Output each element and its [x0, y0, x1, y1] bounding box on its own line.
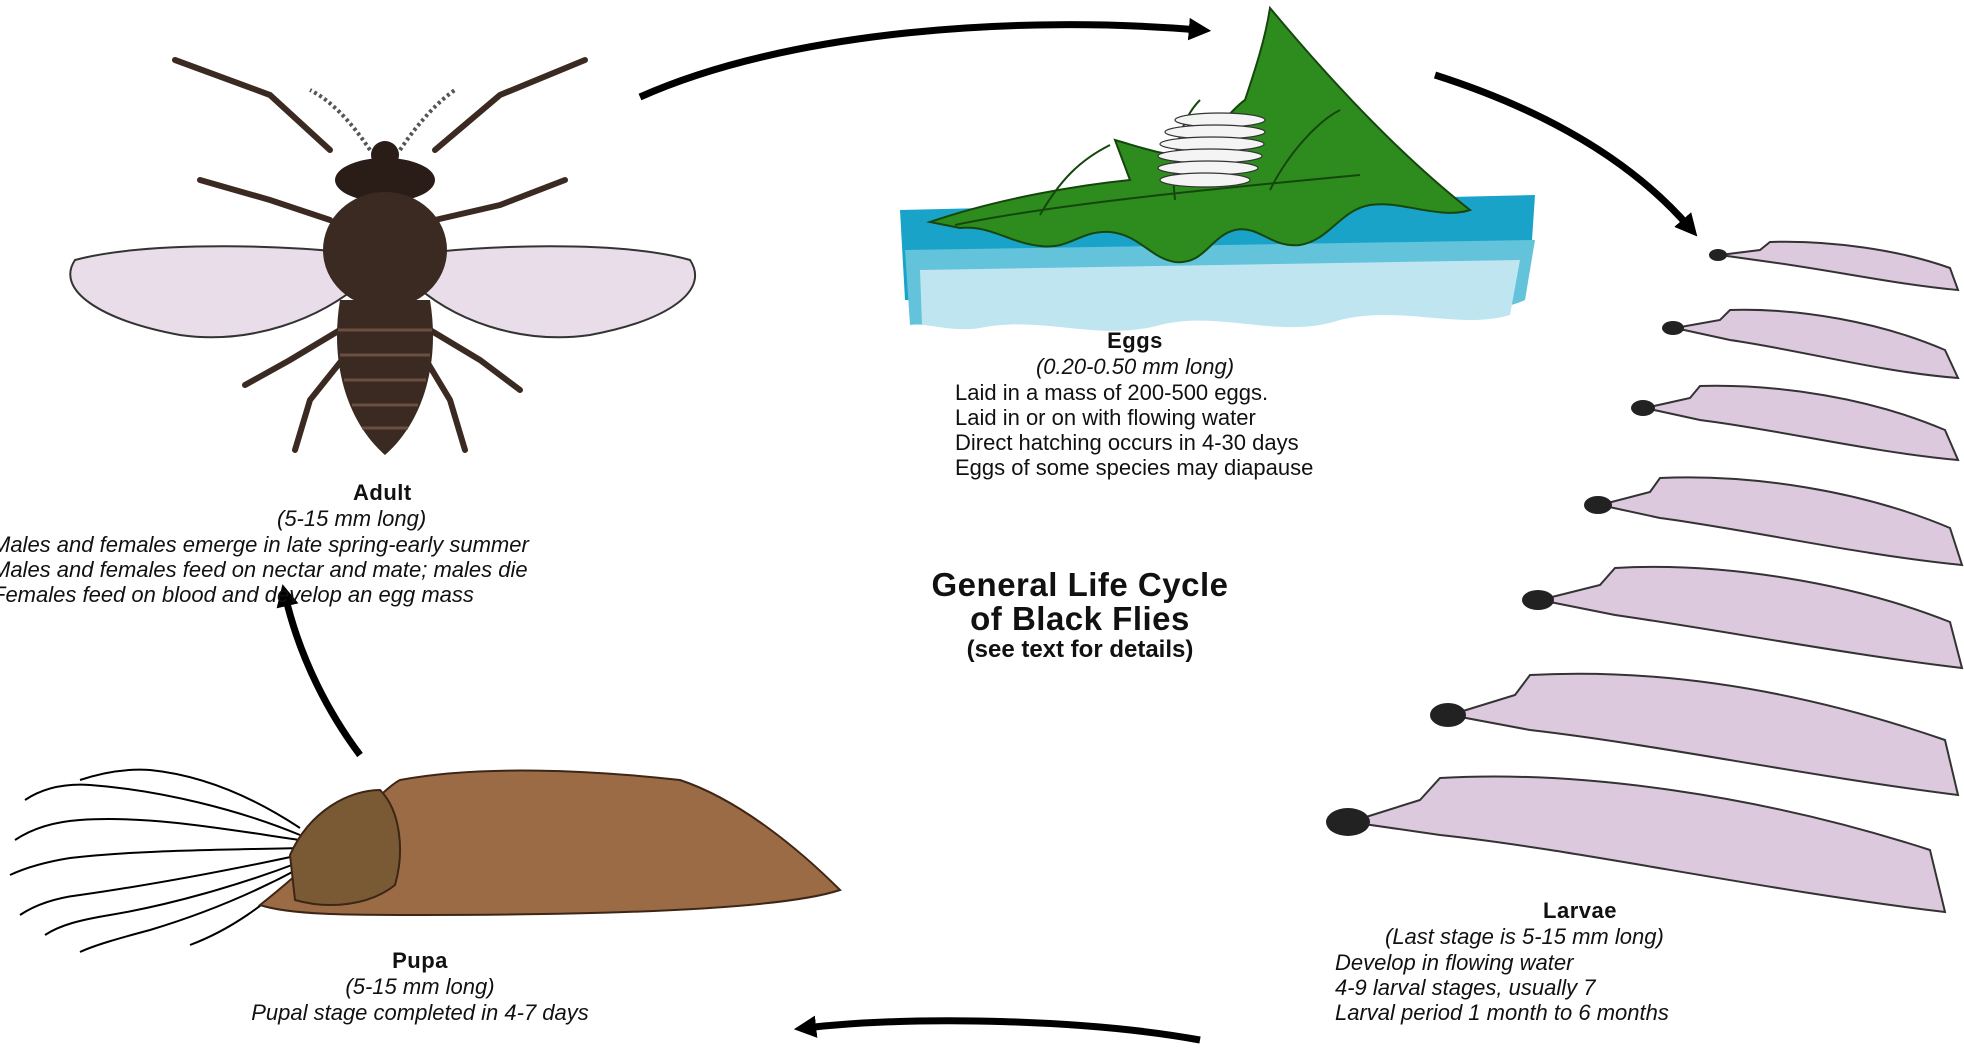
fly-antennae — [310, 90, 455, 150]
larvae-caption: Larvae (Last stage is 5-15 mm long) Deve… — [1335, 898, 1825, 1025]
adult-note-1: Males and females emerge in late spring-… — [0, 532, 820, 557]
title-line-3: (see text for details) — [820, 636, 1340, 664]
title-line-1: General Life Cycle — [820, 568, 1340, 602]
adult-note-3: Females feed on blood and develop an egg… — [0, 582, 820, 607]
eggs-note-2: Laid in or on with flowing water — [955, 405, 1315, 430]
larva-stage-3 — [1645, 386, 1958, 460]
arrow-larvae-to-pupa — [805, 1021, 1200, 1040]
larvae-size: (Last stage is 5-15 mm long) — [1335, 924, 1825, 950]
eggs-note-4: Eggs of some species may diapause — [955, 455, 1315, 480]
fly-wing-left — [70, 246, 365, 337]
larva-stage-1 — [1720, 242, 1958, 290]
pupa-size: (5-15 mm long) — [150, 974, 690, 1000]
fly-wing-right — [410, 246, 695, 337]
fly-abdomen — [337, 300, 433, 455]
larva-stage-5 — [1540, 567, 1962, 668]
adult-fly-illustration — [70, 60, 695, 455]
pupa-title: Pupa — [150, 948, 690, 974]
larva-stage-4 — [1600, 477, 1962, 565]
pupa-gill-filaments — [10, 770, 300, 952]
larvae-note-3: Larval period 1 month to 6 months — [1335, 1000, 1825, 1025]
pupa-caption: Pupa (5-15 mm long) Pupal stage complete… — [150, 948, 690, 1025]
larva-stage-2 — [1675, 310, 1958, 378]
adult-caption: Adult (5-15 mm long) Males and females e… — [0, 480, 820, 607]
eggs-caption: Eggs (0.20-0.50 mm long) Laid in a mass … — [955, 328, 1315, 480]
larvae-illustration — [1326, 242, 1962, 912]
arrow-pupa-to-adult — [285, 595, 360, 755]
larvae-note-1: Develop in flowing water — [1335, 950, 1825, 975]
eggs-note-1: Laid in a mass of 200-500 eggs. — [955, 380, 1315, 405]
fly-thorax — [323, 192, 447, 308]
pupa-illustration — [10, 770, 840, 952]
larva-stage-7 — [1350, 777, 1945, 912]
eggs-size: (0.20-0.50 mm long) — [955, 354, 1315, 380]
eggs-note-3: Direct hatching occurs in 4-30 days — [955, 430, 1315, 455]
pupa-note-1: Pupal stage completed in 4-7 days — [150, 1000, 690, 1025]
adult-size: (5-15 mm long) — [0, 506, 820, 532]
adult-note-2: Males and females feed on nectar and mat… — [0, 557, 820, 582]
title-line-2: of Black Flies — [820, 602, 1340, 636]
eggs-title: Eggs — [955, 328, 1315, 354]
diagram-title: General Life Cycle of Black Flies (see t… — [820, 568, 1340, 664]
larvae-note-2: 4-9 larval stages, usually 7 — [1335, 975, 1825, 1000]
arrow-adult-to-eggs — [640, 25, 1200, 97]
adult-title: Adult — [0, 480, 820, 506]
eggs-illustration — [900, 8, 1535, 331]
larvae-title: Larvae — [1335, 898, 1825, 924]
